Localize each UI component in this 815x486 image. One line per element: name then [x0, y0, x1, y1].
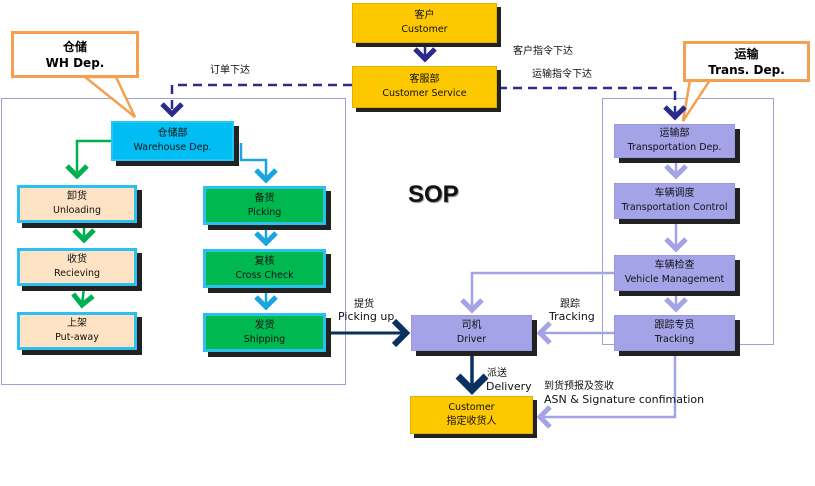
node-en: Tracking	[654, 334, 695, 345]
transport-callout: 运输 Trans. Dep.	[683, 41, 810, 82]
node-driver[interactable]: 司机 Driver	[411, 315, 532, 351]
node-shipping[interactable]: 发货 Shipping	[203, 313, 326, 352]
node-cn: 客户	[414, 10, 435, 21]
callout-en: Trans. Dep.	[708, 62, 785, 77]
node-putaway[interactable]: 上架 Put-away	[17, 312, 137, 350]
node-cn: 收货	[67, 254, 87, 265]
label-delivery-cn: 派送	[487, 368, 507, 379]
node-en: Unloading	[53, 205, 101, 216]
node-en: Transportation Control	[621, 202, 728, 213]
node-customer-service[interactable]: 客服部 Customer Service	[352, 66, 497, 108]
node-en: Picking	[247, 206, 282, 218]
node-en: Driver	[456, 334, 487, 345]
label-pickup-en: Picking up	[338, 310, 395, 323]
node-transport-dep[interactable]: 运输部 Transportation Dep.	[614, 124, 735, 158]
label-pickup-cn: 提货	[354, 299, 374, 310]
node-en: Shipping	[243, 333, 286, 345]
label-delivery-en: Delivery	[486, 380, 532, 393]
warehouse-callout: 仓储 WH Dep.	[11, 31, 139, 78]
label-customer-instruction: 客户指令下达	[513, 46, 573, 57]
node-en: Customer Service	[382, 88, 467, 99]
label-transport-instruction: 运输指令下达	[532, 69, 592, 80]
node-en: Warehouse Dep.	[133, 142, 212, 153]
arrow-wh-to-unloading	[65, 139, 111, 180]
label-asn-cn: 到货预报及签收	[544, 381, 614, 392]
node-unloading[interactable]: 卸货 Unloading	[17, 185, 137, 223]
callout-en: WH Dep.	[45, 55, 105, 70]
node-cn: 运输部	[659, 128, 690, 139]
arrow-receiving-to-putaway	[71, 286, 95, 309]
label-tracking-en: Tracking	[549, 310, 595, 323]
label-order-issue: 订单下达	[210, 65, 250, 76]
dashed-arrow-order	[160, 83, 352, 118]
node-cn: 车辆检查	[654, 260, 695, 271]
node-cn: 客服部	[409, 74, 440, 85]
node-cn: 备货	[254, 192, 275, 204]
label-asn-en: ASN & Signature confimation	[544, 393, 705, 406]
node-tracking-staff[interactable]: 跟踪专员 Tracking	[614, 315, 735, 351]
node-transport-control[interactable]: 车辆调度 Transportation Control	[614, 183, 735, 219]
node-consignee[interactable]: Customer 指定收货人	[410, 396, 533, 434]
node-picking[interactable]: 备货 Picking	[203, 186, 326, 225]
node-cn: 仓储部	[157, 128, 188, 139]
node-en: Put-away	[55, 332, 99, 343]
node-cn: 卸货	[67, 191, 87, 202]
label-tracking-cn: 跟踪	[560, 299, 580, 310]
callout-cn: 仓储	[62, 39, 87, 54]
node-customer[interactable]: 客户 Customer	[352, 3, 497, 43]
node-cn: 车辆调度	[654, 188, 695, 199]
node-en: Customer	[448, 402, 495, 413]
arrow-wh-to-picking	[239, 143, 278, 184]
node-en: Transportation Dep.	[627, 142, 722, 153]
node-vehicle-management[interactable]: 车辆检查 Vehicle Management	[614, 255, 735, 291]
trans-callout-tail	[681, 78, 713, 122]
dashed-arrow-transport	[498, 86, 687, 121]
node-cn: 发货	[254, 319, 275, 331]
node-warehouse-dep[interactable]: 仓储部 Warehouse Dep.	[111, 121, 234, 161]
node-en: Customer	[401, 24, 448, 35]
callout-cn: 运输	[734, 46, 759, 61]
arrow-tracking-to-consignee	[536, 352, 677, 429]
node-en: Recieving	[53, 268, 101, 279]
wh-callout-tail	[81, 75, 137, 118]
node-cn: 跟踪专员	[654, 320, 695, 331]
node-en: Vehicle Management	[624, 274, 725, 285]
warehouse-panel	[1, 98, 346, 385]
node-cn: 司机	[461, 320, 482, 331]
node-en: Cross Check	[235, 269, 294, 281]
node-cn: 上架	[67, 318, 87, 329]
node-cn: 复核	[254, 255, 275, 267]
node-receiving[interactable]: 收货 Recieving	[17, 248, 137, 286]
diagram-title: SOP	[408, 181, 459, 208]
node-cross-check[interactable]: 复核 Cross Check	[203, 249, 326, 288]
arrow-vehicle-to-driver	[460, 271, 614, 314]
node-cn: 指定收货人	[446, 416, 497, 427]
